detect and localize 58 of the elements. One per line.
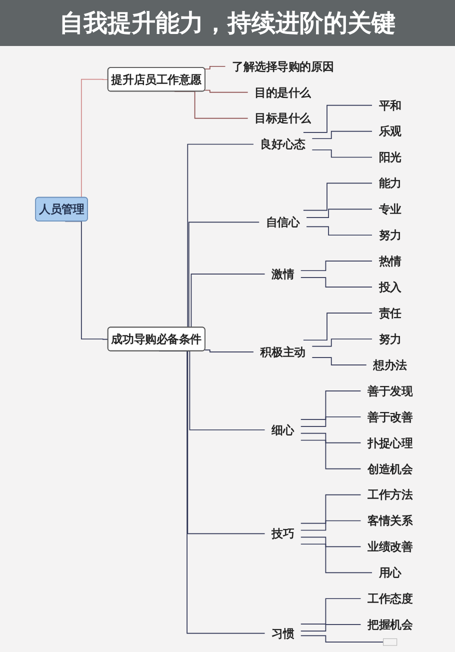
node-text: 善于改善 [367, 410, 413, 424]
connector [300, 440, 362, 470]
connector [312, 149, 372, 158]
node-text: 想办法 [373, 358, 407, 372]
connector [204, 349, 254, 352]
node-box [383, 638, 398, 646]
node-text: 习惯 [272, 626, 294, 640]
node-text: 责任 [378, 306, 402, 320]
node-text: 积极主动 [260, 345, 306, 359]
connector [204, 90, 248, 93]
node-text: 目标是什么 [254, 112, 312, 126]
node-text: 激情 [272, 267, 294, 281]
connector [300, 624, 362, 632]
connector [300, 390, 362, 420]
node-text: 工作态度 [367, 592, 413, 606]
node-text: 投入 [378, 280, 402, 294]
title-banner: 自我提升能力，持续进阶的关键 [0, 0, 455, 46]
node-text: 努力 [378, 332, 402, 346]
connector [300, 598, 362, 625]
connector [312, 338, 372, 347]
node-text: 业绩改善 [367, 540, 413, 554]
connector [312, 357, 367, 366]
connector [300, 494, 362, 524]
node-text: 把握机会 [367, 618, 413, 632]
node-text: 专业 [378, 202, 402, 216]
node-text: 自信心 [266, 215, 300, 229]
connector [303, 182, 372, 211]
node-text: 努力 [378, 228, 402, 242]
connector [300, 260, 372, 272]
connector [300, 432, 362, 444]
node-text: 善于发现 [367, 384, 413, 398]
connector [303, 312, 372, 341]
node-text: 技巧 [272, 526, 294, 540]
connector [300, 635, 384, 643]
node-text: 扑捉心理 [367, 436, 413, 450]
connector [303, 104, 372, 133]
connector [300, 544, 372, 574]
node-text: 细心 [272, 423, 294, 437]
node-text: 工作方法 [367, 488, 413, 502]
connector [300, 520, 362, 531]
connector [204, 66, 226, 70]
connector [300, 416, 362, 427]
node-text: 阳光 [378, 150, 402, 164]
node-text: 用心 [378, 566, 402, 580]
node-text: 客情关系 [367, 514, 413, 528]
connector [312, 130, 372, 140]
node-text: 创造机会 [367, 462, 413, 476]
connector [300, 536, 362, 548]
connector [306, 226, 372, 236]
node-text: 平和 [378, 98, 402, 112]
node-text: 了解选择导购的原因 [232, 60, 334, 74]
node-text: 目的是什么 [254, 86, 312, 100]
node-text: 良好心态 [260, 137, 306, 152]
node-text: 能力 [378, 176, 402, 190]
connector [300, 277, 372, 288]
node-text: 热情 [378, 254, 402, 268]
node-text: 乐观 [378, 124, 402, 138]
connector [306, 208, 372, 218]
